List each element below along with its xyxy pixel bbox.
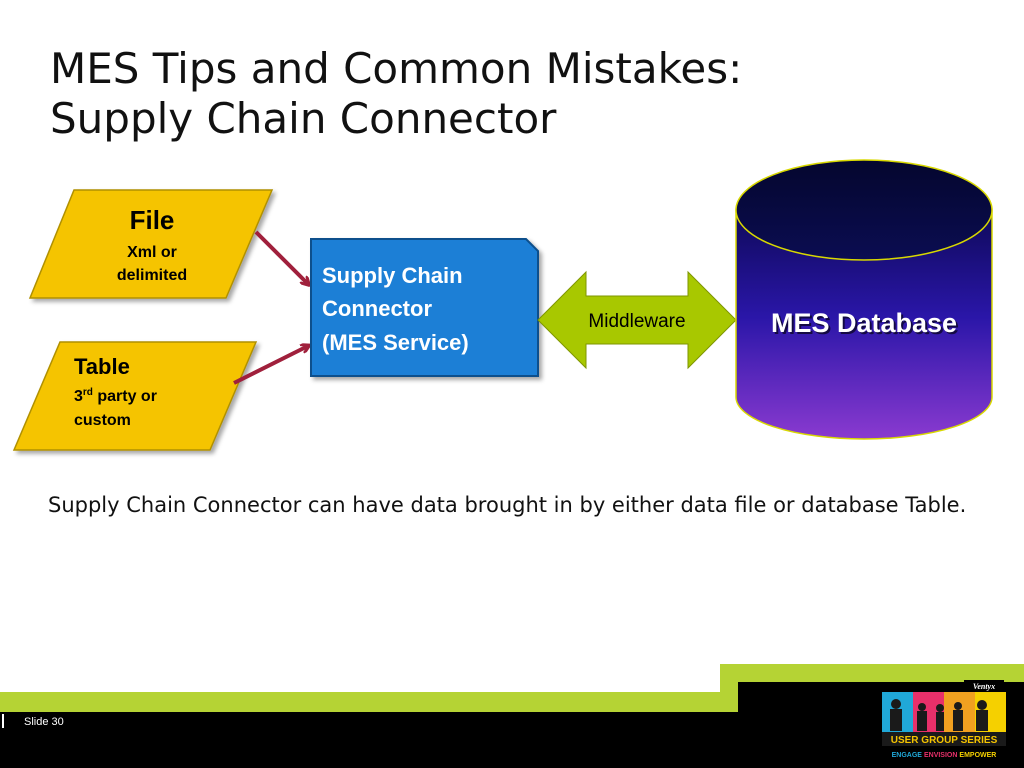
database-label: MES Database xyxy=(771,308,957,338)
middleware-double-arrow: Middleware xyxy=(537,270,737,370)
logo-series-text: USER GROUP SERIES xyxy=(891,735,998,746)
table-line-1-number: 3 xyxy=(74,388,83,405)
title-line-1: MES Tips and Common Mistakes: xyxy=(50,44,743,93)
table-line-1: 3rd party or xyxy=(74,387,157,405)
logo-tagline-engage: ENGAGE xyxy=(892,752,923,759)
file-heading: File xyxy=(130,205,175,235)
logo-brand-text: Ventyx xyxy=(973,682,995,691)
database-label-shadow: MES Database xyxy=(773,310,959,340)
table-to-connector-arrow xyxy=(233,346,308,385)
slide-number-marker xyxy=(2,714,4,728)
middleware-label: Middleware xyxy=(588,311,685,332)
connector-line-2: Connector xyxy=(322,296,432,321)
table-line-1-superscript: rd xyxy=(83,387,93,398)
file-line-2: delimited xyxy=(117,267,187,284)
table-line-1-rest: party or xyxy=(93,388,157,405)
table-line-2: custom xyxy=(74,412,131,429)
body-paragraph: Supply Chain Connector can have data bro… xyxy=(48,493,967,517)
file-to-connector-arrow xyxy=(254,230,308,284)
logo-tagline-envision: ENVISION xyxy=(924,752,957,759)
footer-bar xyxy=(0,664,1024,768)
flow-diagram: File Xml or delimited Table 3rd party or… xyxy=(12,159,993,451)
connector-line-3: (MES Service) xyxy=(322,330,469,355)
title-line-2: Supply Chain Connector xyxy=(50,94,557,143)
slide-number: Slide 30 xyxy=(24,716,64,728)
file-source-shape: File Xml or delimited xyxy=(28,189,274,299)
connector-service-box: Supply Chain Connector (MES Service) xyxy=(310,238,539,377)
logo-tagline-empower: EMPOWER xyxy=(959,752,996,759)
table-source-shape: Table 3rd party or custom xyxy=(12,341,258,451)
table-heading: Table xyxy=(74,354,130,379)
connector-line-1: Supply Chain xyxy=(322,263,463,288)
slide-title: MES Tips and Common Mistakes: Supply Cha… xyxy=(50,44,950,144)
mes-database-cylinder: MES Database MES Database xyxy=(735,159,993,440)
file-line-1: Xml or xyxy=(127,244,177,261)
